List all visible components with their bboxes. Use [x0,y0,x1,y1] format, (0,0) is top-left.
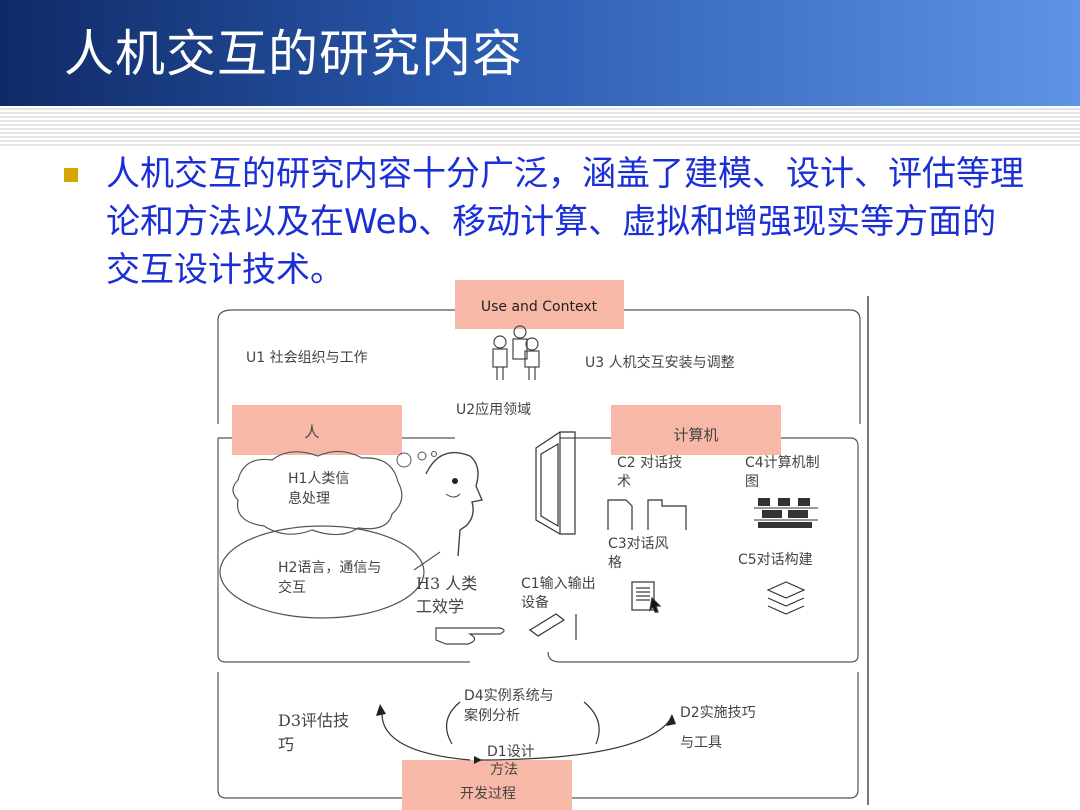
c2-line2: 术 [617,474,631,490]
window-icons [607,499,687,530]
c4-line2: 图 [745,474,759,490]
pointing-hand [435,627,505,645]
d3-line2: 巧 [278,735,294,754]
d3-line1: D3评估技 [278,711,349,730]
c3-line1: C3对话风 [608,536,669,552]
slide-header: 人机交互的研究内容 [0,0,1080,106]
cycle-arrows [381,701,671,761]
h2-line2: 交互 [278,579,306,596]
use-context-frame [217,309,861,424]
arrow-head-center [474,756,482,764]
d4-line2: 案例分析 [464,707,520,724]
d2-line1: D2实施技巧 [680,705,756,721]
slide-title: 人机交互的研究内容 [64,25,523,83]
d1-line2: 方法 [490,762,518,778]
d1-line1: D1设计 [487,744,535,760]
d4-line1: D4实例系统与 [464,688,554,704]
bullet-marker [64,168,78,182]
c1-line2: 设备 [521,594,549,611]
c2-line1: C2 对话技 [617,455,682,471]
document-icon [631,581,662,613]
development-highlight [402,760,572,810]
human-highlight [232,405,402,455]
h3-line2: 工效学 [416,597,464,616]
head-profile [425,451,483,557]
development-frame [217,672,859,799]
development-label: 开发过程 [460,786,516,802]
use-context-highlight [455,280,624,329]
speech-tail [413,551,441,571]
c3-line2: 格 [608,555,622,571]
arrow-head-left [376,704,386,716]
c4-line1: C4计算机制 [745,455,820,471]
arrow-head-right [666,714,676,726]
eye-dot [452,478,458,484]
header-stripes [0,106,1080,146]
u2-label: U2应用领域 [456,401,531,418]
c5-label: C5对话构建 [738,552,813,568]
c1-line1: C1输入输出 [521,576,596,592]
thought-bubble-2 [417,451,427,461]
diagram-icon [754,498,818,528]
bullet-text: 人机交互的研究内容十分广泛，涵盖了建模、设计、评估等理论和方法以及在Web、移动… [106,154,1024,290]
thought-bubble-1 [396,452,412,468]
people-icon [492,325,540,380]
thought-bubble-3 [431,451,437,457]
h1-line1: H1人类信 [288,471,349,487]
u3-label: U3 人机交互安装与调整 [585,354,735,371]
h2-line1: H2语言，通信与 [278,560,381,576]
h1-line2: 息处理 [288,490,330,507]
use-context-label: Use and Context [481,299,598,315]
computer-label: 计算机 [673,426,718,444]
d2-line2: 与工具 [680,735,722,751]
u1-label: U1 社会组织与工作 [246,350,368,366]
h3-line1: H3 人类 [416,574,477,593]
pen-icon [528,613,577,640]
speech-ellipse [219,525,425,619]
ear-line [445,493,461,498]
layers-icon [766,581,806,615]
computer-highlight [611,405,781,455]
human-label: 人 [304,423,319,441]
computer-frame [547,437,859,663]
monitor-icon [535,431,576,535]
thought-cloud [232,450,403,536]
